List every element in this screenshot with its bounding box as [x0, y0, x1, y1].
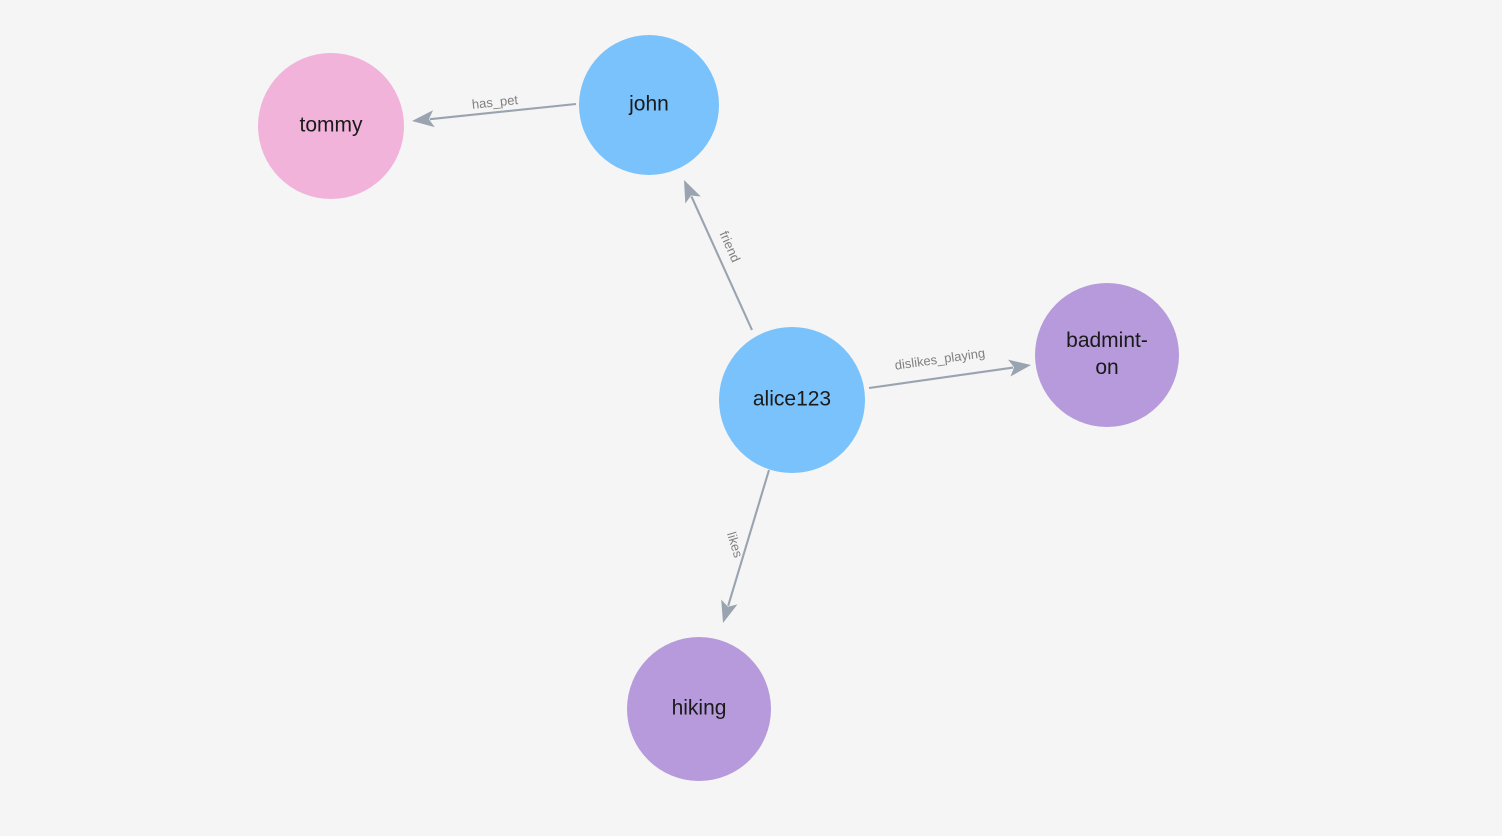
- graph-node-john[interactable]: john: [579, 35, 719, 175]
- graph-edge[interactable]: friend: [684, 180, 753, 331]
- edge-arrowhead-icon: [1008, 359, 1031, 377]
- edge-line: [690, 195, 753, 331]
- edge-line: [868, 366, 1014, 390]
- graph-edge[interactable]: likes: [721, 469, 771, 623]
- edge-line: [727, 469, 771, 607]
- node-circle[interactable]: [1035, 283, 1179, 427]
- edge-arrowhead-icon: [721, 599, 738, 623]
- node-circle[interactable]: [719, 327, 865, 473]
- edge-line: [429, 102, 577, 121]
- graph-edge[interactable]: has_pet: [412, 92, 577, 128]
- edge-label: likes: [724, 530, 746, 560]
- node-circle[interactable]: [627, 637, 771, 781]
- nodes-layer: tommy john alice123 badmint-on hiking: [258, 35, 1179, 781]
- edge-label: has_pet: [471, 92, 519, 112]
- graph-node-alice123[interactable]: alice123: [719, 327, 865, 473]
- edge-label: dislikes_playing: [894, 345, 986, 373]
- graph-node-hiking[interactable]: hiking: [627, 637, 771, 781]
- graph-edge[interactable]: dislikes_playing: [868, 345, 1031, 390]
- graph-node-badminton[interactable]: badmint-on: [1035, 283, 1179, 427]
- edge-arrowhead-icon: [684, 180, 701, 204]
- graph-node-tommy[interactable]: tommy: [258, 53, 404, 199]
- node-circle[interactable]: [579, 35, 719, 175]
- edge-arrowhead-icon: [412, 110, 435, 128]
- node-circle[interactable]: [258, 53, 404, 199]
